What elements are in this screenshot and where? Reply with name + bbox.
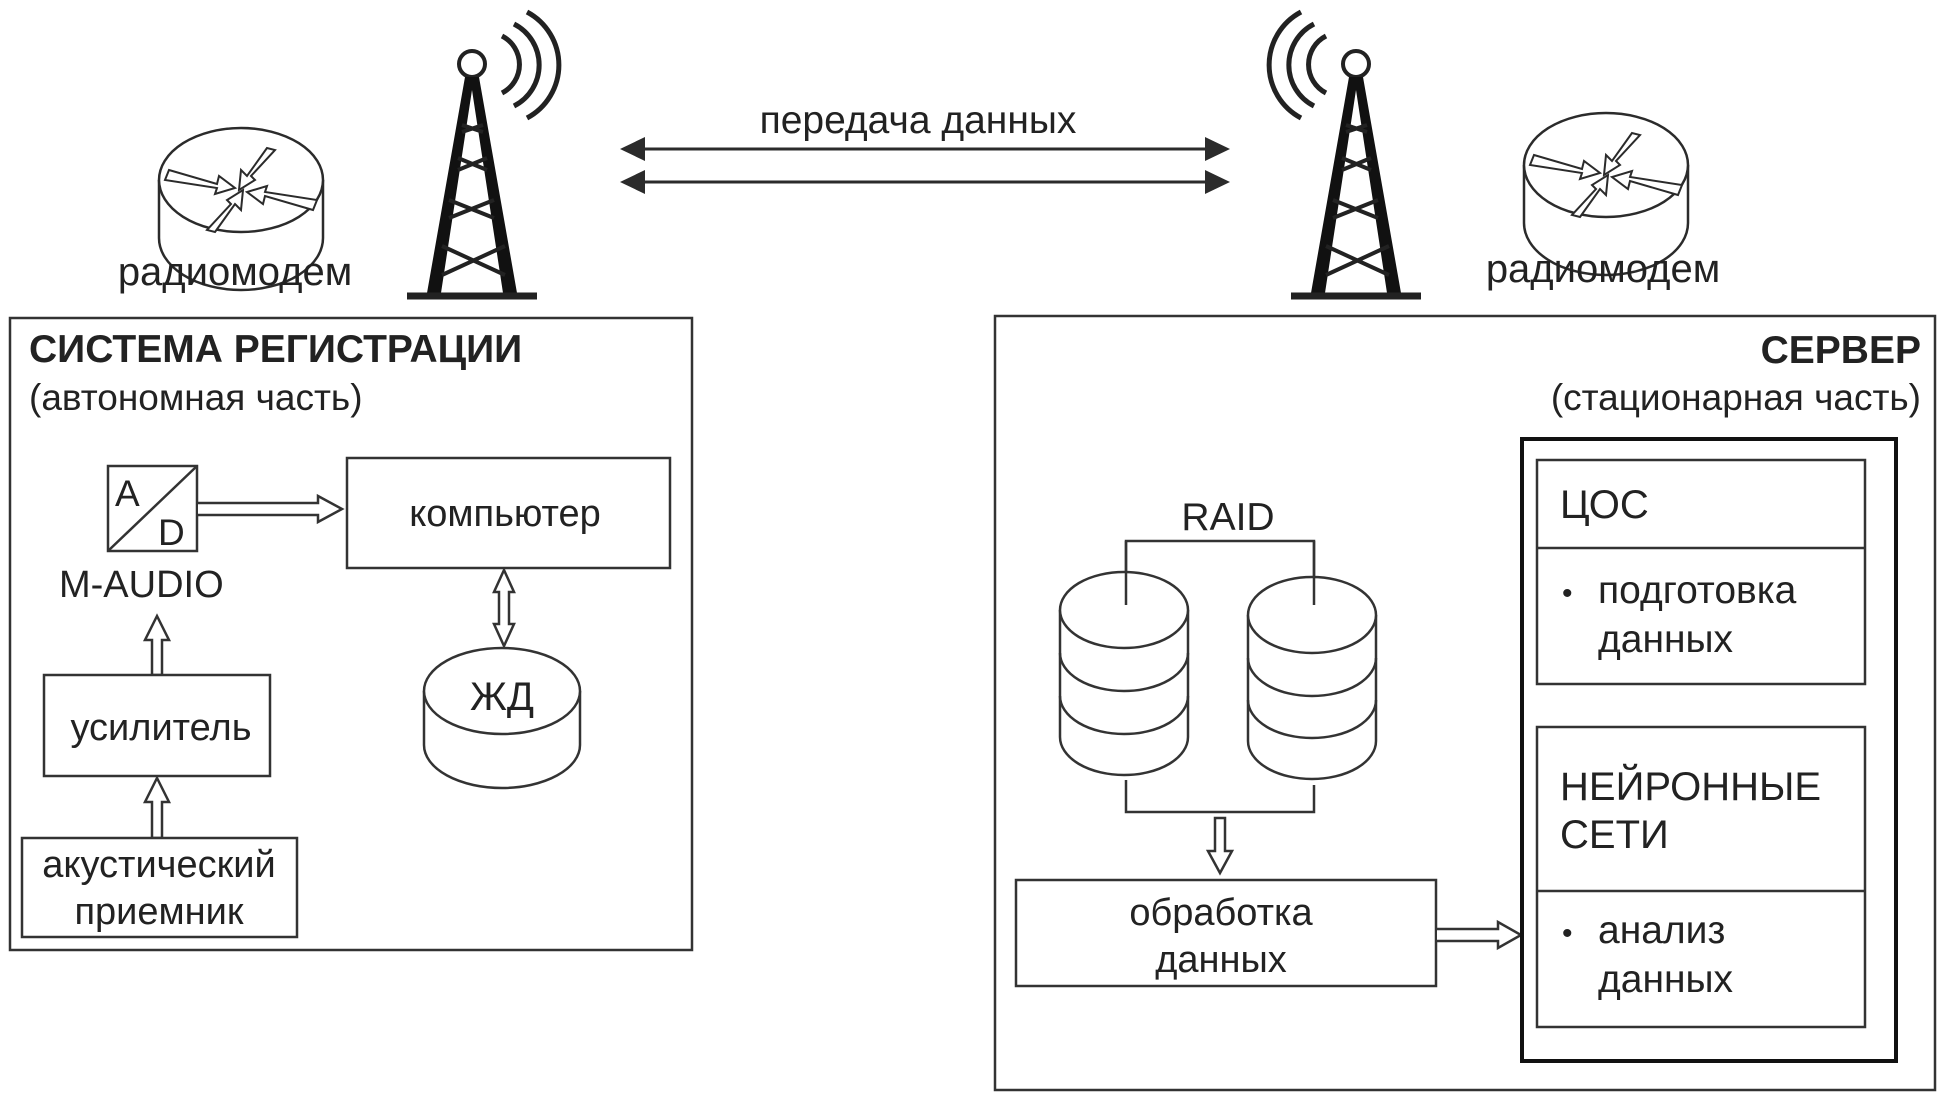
data-transfer-label: передача данных: [760, 99, 1077, 142]
radiomodem-right-label: радиомодем: [1486, 247, 1720, 291]
registration-system-title: СИСТЕМА РЕГИСТРАЦИИ: [29, 328, 522, 371]
neural-networks-title-1: НЕЙРОННЫЕ: [1560, 763, 1821, 809]
analysis-modules-container: [1520, 437, 1898, 1063]
adc-icon: A D: [106, 464, 199, 553]
data-processing-label-1: обработка: [1129, 892, 1313, 934]
acoustic-receiver-label-2: приемник: [74, 891, 243, 933]
processing-to-modules-arrow: [1437, 919, 1524, 951]
adc-a-label: A: [115, 473, 140, 514]
registration-system-subtitle: (автономная часть): [29, 377, 363, 418]
dsp-title: ЦОС: [1560, 483, 1649, 527]
server-panel: СЕРВЕР (стационарная часть) RAID: [993, 314, 1937, 1092]
amplifier-label: усилитель: [70, 707, 251, 749]
radiomodem-left-icon: [157, 126, 325, 292]
neural-networks-bullet: •: [1562, 917, 1573, 950]
radiomodem-left-label: радиомодем: [118, 250, 352, 294]
adc-to-computer-arrow: [198, 493, 345, 525]
neural-networks-item-line-2: данных: [1598, 958, 1734, 1001]
radio-tower-right-icon: [1266, 9, 1421, 300]
server-subtitle: (стационарная часть): [1551, 377, 1921, 418]
computer-disk-arrow: [492, 566, 516, 650]
m-audio-label: M-AUDIO: [59, 564, 224, 606]
acoustic-receiver-block: [20, 836, 299, 939]
dsp-bullet: •: [1562, 577, 1573, 610]
hard-disk-label: ЖД: [470, 675, 534, 719]
hard-disk-icon: [422, 646, 582, 790]
registration-system-panel: СИСТЕМА РЕГИСТРАЦИИ (автономная часть) A…: [8, 316, 694, 952]
raid-disk-1-icon: [1058, 541, 1190, 777]
dsp-item-line-2: данных: [1598, 618, 1734, 661]
server-title: СЕРВЕР: [1761, 329, 1921, 372]
receiver-to-amplifier-arrow: [142, 775, 172, 840]
radio-tower-left-icon: [407, 9, 562, 300]
computer-label: компьютер: [409, 493, 601, 535]
dsp-item-line-1: подготовка: [1598, 569, 1797, 612]
dsp-module: ЦОС • подготовка данных: [1535, 458, 1867, 686]
raid-to-processing-arrow: [1205, 816, 1235, 876]
raid-label: RAID: [1181, 496, 1274, 539]
data-transfer-arrows: [620, 137, 1230, 194]
amplifier-to-adc-arrow: [142, 613, 172, 677]
data-processing-block: [1014, 878, 1438, 988]
radiomodem-right-icon: [1522, 111, 1690, 277]
data-processing-label-2: данных: [1155, 939, 1287, 981]
acoustic-receiver-label-1: акустический: [42, 844, 275, 886]
neural-networks-title-2: СЕТИ: [1560, 813, 1669, 857]
neural-networks-module: НЕЙРОННЫЕ СЕТИ • анализ данных: [1535, 725, 1867, 1029]
computer-block: [345, 456, 672, 570]
neural-networks-item-line-1: анализ: [1598, 909, 1725, 952]
raid-disk-2-icon: [1246, 541, 1378, 781]
adc-d-label: D: [158, 512, 185, 553]
